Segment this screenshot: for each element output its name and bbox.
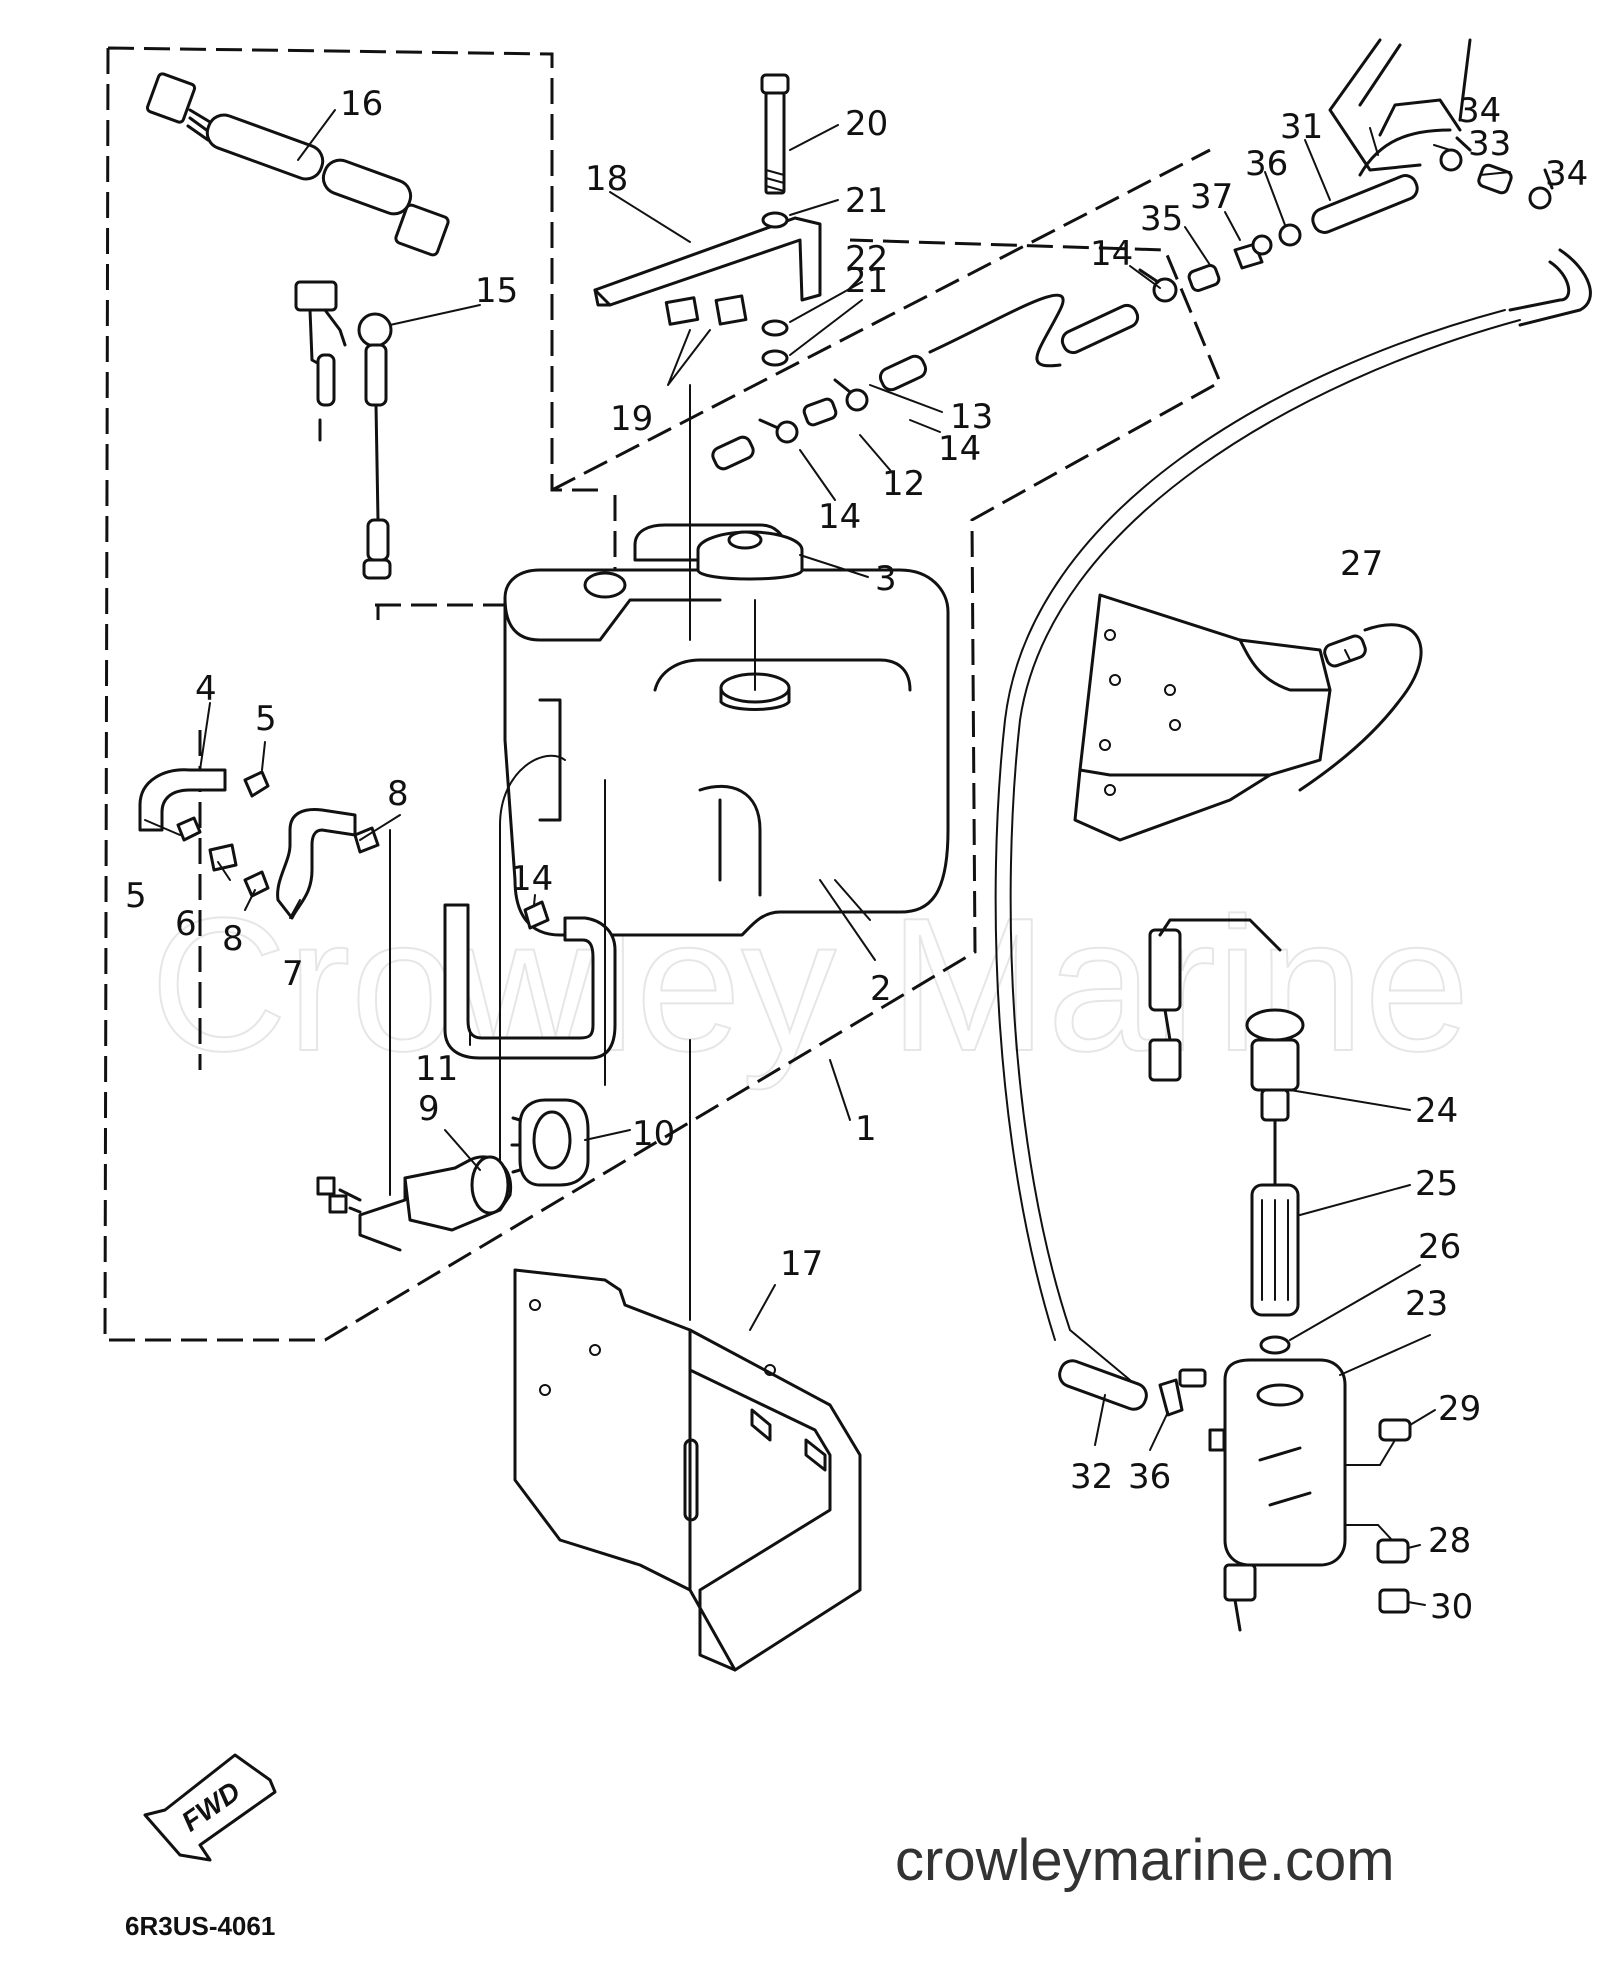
callout-16: 16 xyxy=(340,84,383,124)
clamp-5 xyxy=(243,770,270,798)
hose-4 xyxy=(138,768,227,832)
callout-14d: 14 xyxy=(510,859,553,899)
callout-27: 27 xyxy=(1340,544,1383,584)
hose-fittings-upper xyxy=(711,38,1592,471)
engine-bracket-27 xyxy=(1073,593,1423,842)
callout-19: 19 xyxy=(610,399,653,439)
callout-9: 9 xyxy=(418,1089,440,1129)
callout-leaders xyxy=(144,109,1511,1606)
clamp-14-left xyxy=(523,900,550,930)
washer-21 xyxy=(761,211,789,229)
callout-7: 7 xyxy=(282,954,304,994)
assembly-outline-left xyxy=(103,46,1222,1342)
callout-17: 17 xyxy=(780,1244,823,1284)
callout-37: 37 xyxy=(1190,177,1233,217)
callout-36b: 36 xyxy=(1128,1457,1171,1497)
callout-20: 20 xyxy=(845,104,888,144)
callout-34a: 34 xyxy=(1458,91,1501,131)
long-oil-hose xyxy=(994,309,1521,1381)
callout-5a: 5 xyxy=(255,699,277,739)
site-url: crowleymarine.com xyxy=(895,1828,1395,1893)
callout-2: 2 xyxy=(870,969,892,1009)
clamp-8-lower xyxy=(243,870,270,898)
callout-29: 29 xyxy=(1438,1389,1481,1429)
callout-23: 23 xyxy=(1405,1284,1448,1324)
leader-lines xyxy=(389,384,1256,1411)
callout-21b: 21 xyxy=(845,261,888,301)
callout-26: 26 xyxy=(1418,1227,1461,1267)
callout-35: 35 xyxy=(1140,199,1183,239)
fwd-arrow-icon: FWD xyxy=(143,1753,277,1862)
callout-14a: 14 xyxy=(818,497,861,537)
bolt-29 xyxy=(1378,1418,1412,1442)
filter-10 xyxy=(510,1098,590,1187)
hose-11 xyxy=(443,903,617,1060)
callout-24: 24 xyxy=(1415,1091,1458,1131)
callout-21a: 21 xyxy=(845,181,888,221)
washer-21-lower xyxy=(761,349,789,367)
callout-18: 18 xyxy=(585,159,628,199)
callout-4: 4 xyxy=(195,669,217,709)
callout-13: 13 xyxy=(950,397,993,437)
hose-32 xyxy=(1058,1359,1148,1411)
callout-5b: 5 xyxy=(125,876,147,916)
callout-10: 10 xyxy=(632,1114,675,1154)
oil-pump-9 xyxy=(316,1155,513,1252)
callout-36a: 36 xyxy=(1245,144,1288,184)
mounting-bracket-17 xyxy=(513,1268,862,1672)
callout-31: 31 xyxy=(1280,107,1323,147)
callout-32: 32 xyxy=(1070,1457,1113,1497)
drawing-code: 6R3US-4061 xyxy=(125,1911,275,1941)
tank-cap-3 xyxy=(696,530,804,581)
callout-15: 15 xyxy=(475,271,518,311)
clamp-8-upper xyxy=(353,826,380,854)
fwd-label: FWD xyxy=(176,1775,246,1837)
bolt-20 xyxy=(760,73,790,195)
o-ring-26 xyxy=(1259,1335,1291,1355)
callout-numbers: 1 2 3 4 5 5 6 7 8 8 9 10 11 12 13 14 14 … xyxy=(125,84,1588,1627)
filter-25 xyxy=(1250,1183,1300,1317)
callout-11: 11 xyxy=(415,1049,458,1089)
callout-3: 3 xyxy=(875,559,897,599)
callout-25: 25 xyxy=(1415,1164,1458,1204)
callout-30: 30 xyxy=(1430,1587,1473,1627)
callout-14c: 14 xyxy=(1090,234,1133,274)
clamp-36-lower xyxy=(1158,1378,1184,1417)
callout-28: 28 xyxy=(1428,1521,1471,1561)
fitting-6 xyxy=(208,843,238,872)
sub-tank-leaders xyxy=(1344,1439,1396,1541)
callout-6: 6 xyxy=(175,904,197,944)
callout-22: 22 xyxy=(845,239,888,279)
callout-33: 33 xyxy=(1468,124,1511,164)
nut-28 xyxy=(1376,1538,1410,1564)
tank-strap-18 xyxy=(593,216,822,326)
watermark: Crowley Marine xyxy=(150,879,1470,1091)
callout-1: 1 xyxy=(855,1109,877,1149)
sub-tank-23 xyxy=(1178,1358,1347,1632)
oil-level-sensor-15 xyxy=(294,280,393,580)
washer-22 xyxy=(761,319,789,337)
callout-34b: 34 xyxy=(1545,154,1588,194)
callout-14b: 14 xyxy=(938,429,981,469)
callout-8a: 8 xyxy=(387,774,409,814)
callout-12: 12 xyxy=(882,464,925,504)
bolt-30 xyxy=(1378,1588,1410,1614)
level-sensor-24 xyxy=(1148,918,1305,1187)
clamp-5-lower xyxy=(176,816,202,842)
callout-8b: 8 xyxy=(222,919,244,959)
wiring-harness-16 xyxy=(145,72,450,257)
